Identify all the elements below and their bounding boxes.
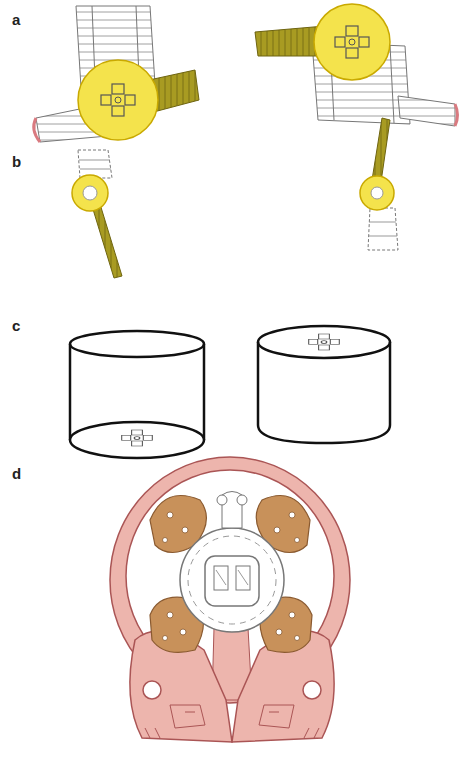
earth-monster-emblem <box>110 457 350 742</box>
panel-letter: c <box>12 318 20 333</box>
panel-letter: a <box>12 12 20 27</box>
headdress-right <box>255 4 458 126</box>
small-headdress <box>72 118 398 278</box>
panel-letter: d <box>12 466 21 481</box>
panel-letter: b <box>12 154 21 169</box>
cylinder <box>70 326 390 458</box>
headdress-left <box>34 6 199 142</box>
